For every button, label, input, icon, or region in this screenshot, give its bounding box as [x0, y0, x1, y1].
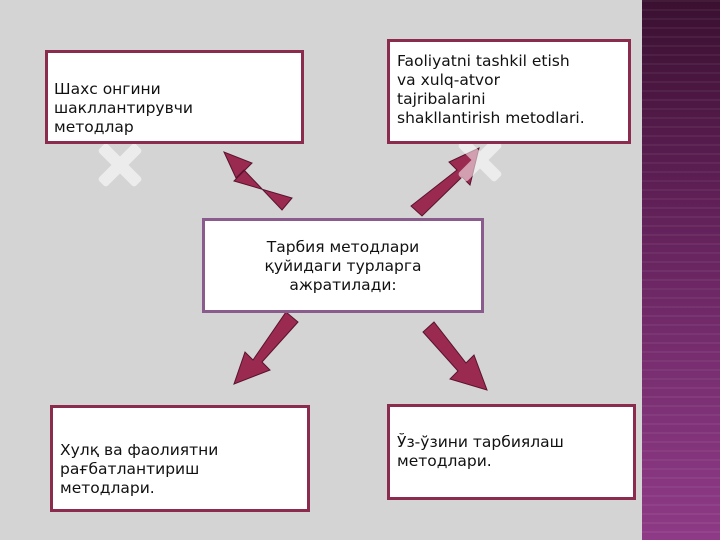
- box-text-line: va xulq-atvor: [397, 71, 500, 89]
- box-text-line: методлари.: [397, 452, 492, 470]
- box-text-line: методлар: [54, 118, 134, 136]
- method-box-bottom-right: Ўз-ўзини тарбиялаш методлари.: [387, 404, 636, 500]
- box-text-line: Шахс онгини: [54, 80, 161, 98]
- box-text-line: Ўз-ўзини тарбиялаш: [397, 433, 564, 451]
- center-text-line: қуйидаги турларга: [264, 257, 422, 275]
- center-text-line: ажратилади:: [289, 276, 397, 294]
- arrow-to-bottom-right: [422, 321, 488, 391]
- box-text-line: рағбатлантириш: [60, 460, 200, 478]
- center-text-line: Тарбия методлари: [266, 238, 420, 256]
- arrow-to-top-left: [223, 151, 293, 211]
- box-text-line: Хулқ ва фаолиятни: [60, 441, 219, 459]
- method-box-bottom-left: Хулқ ва фаолиятни рағбатлантириш методла…: [50, 405, 310, 512]
- box-text-line: tajribalarini: [397, 90, 486, 108]
- method-box-top-right: Faoliyatni tashkil etish va xulq-atvor t…: [387, 39, 631, 144]
- arrow-to-top-right: [410, 147, 480, 217]
- method-box-top-left: Шахс онгини шакллантирувчи методлар: [45, 50, 304, 144]
- arrow-to-bottom-left: [233, 311, 299, 385]
- box-text-line: шакллантирувчи: [54, 99, 193, 117]
- box-text-line: методлари.: [60, 479, 155, 497]
- decorative-side-band: [642, 0, 720, 540]
- box-text-line: Faoliyatni tashkil etish: [397, 52, 570, 70]
- central-topic-box: Тарбия методлари қуйидаги турларга ажрат…: [202, 218, 484, 313]
- box-text-line: shakllantirish metodlari.: [397, 109, 585, 127]
